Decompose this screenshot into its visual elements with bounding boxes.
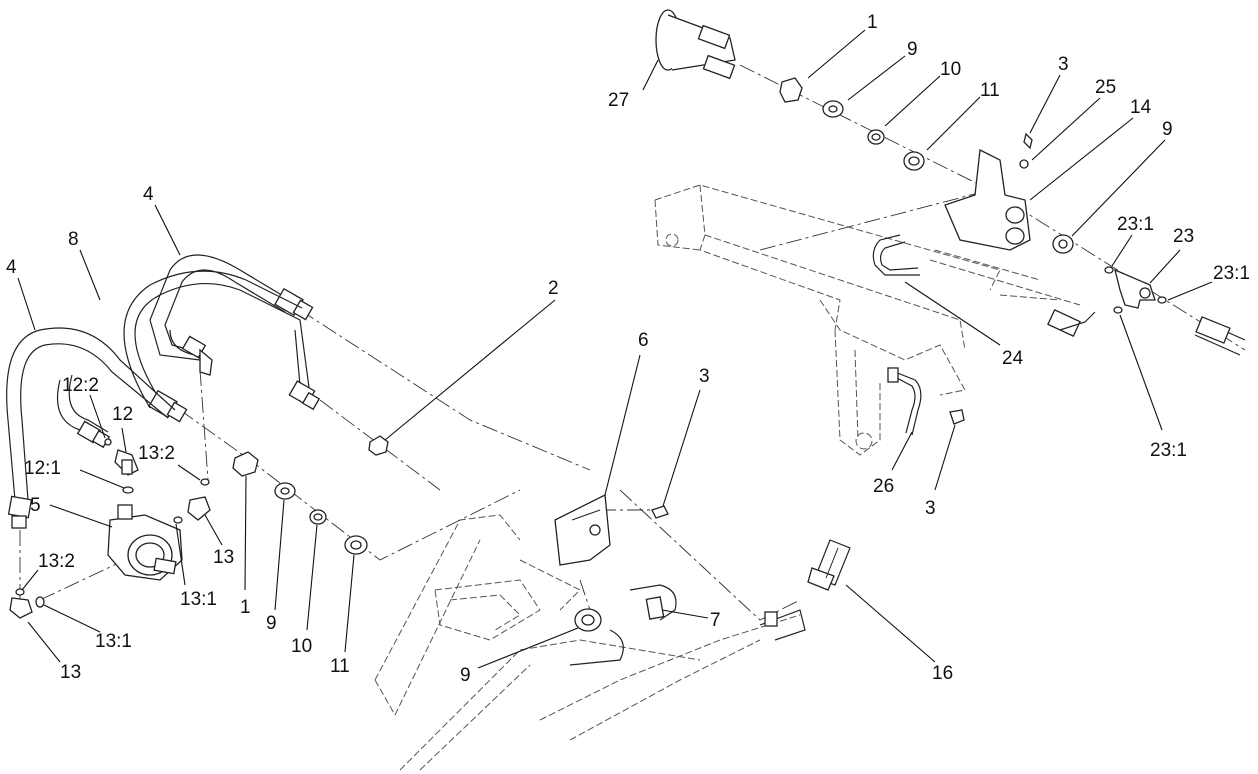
tube-7 (569, 584, 806, 666)
hose-12-line (56, 374, 111, 449)
callout-12: 12 (112, 404, 133, 425)
bracket-14 (944, 149, 1031, 251)
callout-26: 26 (873, 476, 894, 497)
hose-4-lower (6, 327, 176, 529)
o-ring-23-1-b (1157, 296, 1167, 304)
callout-6: 6 (638, 330, 649, 351)
callout-12-1: 12:1 (24, 458, 61, 479)
o-ring-13-2-b (15, 588, 25, 596)
frame-upper-right (654, 184, 1081, 456)
hose-to-13 (169, 329, 213, 376)
callout-12-2: 12:2 (62, 375, 99, 396)
callout-13-2-b: 13:2 (38, 551, 75, 572)
nut-25 (1019, 159, 1029, 169)
frame-lower-middle (374, 514, 801, 771)
washer-9-bottom (574, 608, 602, 632)
callout-4-lower: 4 (6, 257, 17, 278)
fitting-12 (114, 449, 139, 476)
hose-right-end (1194, 316, 1246, 356)
callout-13-1-b: 13:1 (95, 631, 132, 652)
callout-1-top: 1 (867, 12, 878, 33)
o-ring-23-1-c (1113, 306, 1123, 314)
bulkhead-27 (655, 9, 736, 80)
callout-11-mid: 11 (330, 656, 350, 677)
callout-13-b: 13 (60, 662, 81, 683)
callout-14: 14 (1130, 97, 1152, 118)
callout-13-1-a: 13:1 (180, 589, 217, 610)
callout-3-right: 3 (925, 498, 936, 519)
bracket-6 (554, 493, 611, 566)
callout-7: 7 (710, 610, 721, 631)
o-ring-23-1-a (1104, 266, 1114, 274)
callout-3-top: 3 (1058, 54, 1069, 75)
callout-9-top: 9 (907, 39, 918, 60)
o-ring-13-2-a (200, 478, 210, 486)
callout-23-1-c: 23:1 (1150, 440, 1187, 461)
callout-3-mid: 3 (699, 366, 710, 387)
callout-23-1-a: 23:1 (1117, 214, 1154, 235)
callout-23-1-b: 23:1 (1213, 263, 1250, 284)
callout-labels: 1 9 10 11 27 3 25 14 9 23:1 23 23:1 24 2… (6, 12, 1250, 686)
bolt-3-top (1023, 132, 1033, 150)
callout-4-upper: 4 (143, 184, 154, 205)
pump-5 (107, 504, 183, 581)
callout-10-mid: 10 (291, 636, 312, 657)
callout-10-top: 10 (940, 59, 961, 80)
bolt-3-right (949, 409, 965, 425)
o-ring-13-1-b (35, 596, 45, 608)
callout-11-top: 11 (980, 80, 1000, 101)
leader-lines (17, 29, 1213, 669)
o-ring-12-1 (122, 486, 134, 494)
o-ring-13-1-a (173, 516, 183, 524)
callout-9-bottom: 9 (460, 665, 471, 686)
callout-13-2-a: 13:2 (138, 443, 175, 464)
callout-27: 27 (608, 90, 629, 111)
callout-9-mid: 9 (266, 613, 277, 634)
callout-1-mid: 1 (240, 597, 251, 618)
callout-9-right: 9 (1162, 119, 1173, 140)
bolt-3-mid (651, 505, 669, 519)
top-washer-row (779, 77, 925, 171)
fitting-13-b (9, 597, 33, 619)
tube-26 (887, 367, 922, 436)
hose-16 (807, 539, 851, 591)
callout-23: 23 (1173, 226, 1194, 247)
washer-9-right (1052, 234, 1074, 254)
callout-16: 16 (932, 663, 953, 684)
fitting-13-a (187, 496, 211, 521)
o-ring-12-2 (104, 438, 112, 446)
callout-13-a: 13 (213, 547, 234, 568)
center-lines (19, 64, 1246, 621)
middle-washer-row (232, 435, 389, 555)
callout-25: 25 (1095, 77, 1116, 98)
tube-24 (872, 234, 1096, 338)
callout-5: 5 (30, 495, 41, 516)
callout-2: 2 (548, 278, 559, 299)
callout-8: 8 (68, 229, 79, 250)
tee-23 (1114, 268, 1156, 309)
callout-24: 24 (1002, 348, 1024, 369)
hose-8 (123, 270, 321, 423)
